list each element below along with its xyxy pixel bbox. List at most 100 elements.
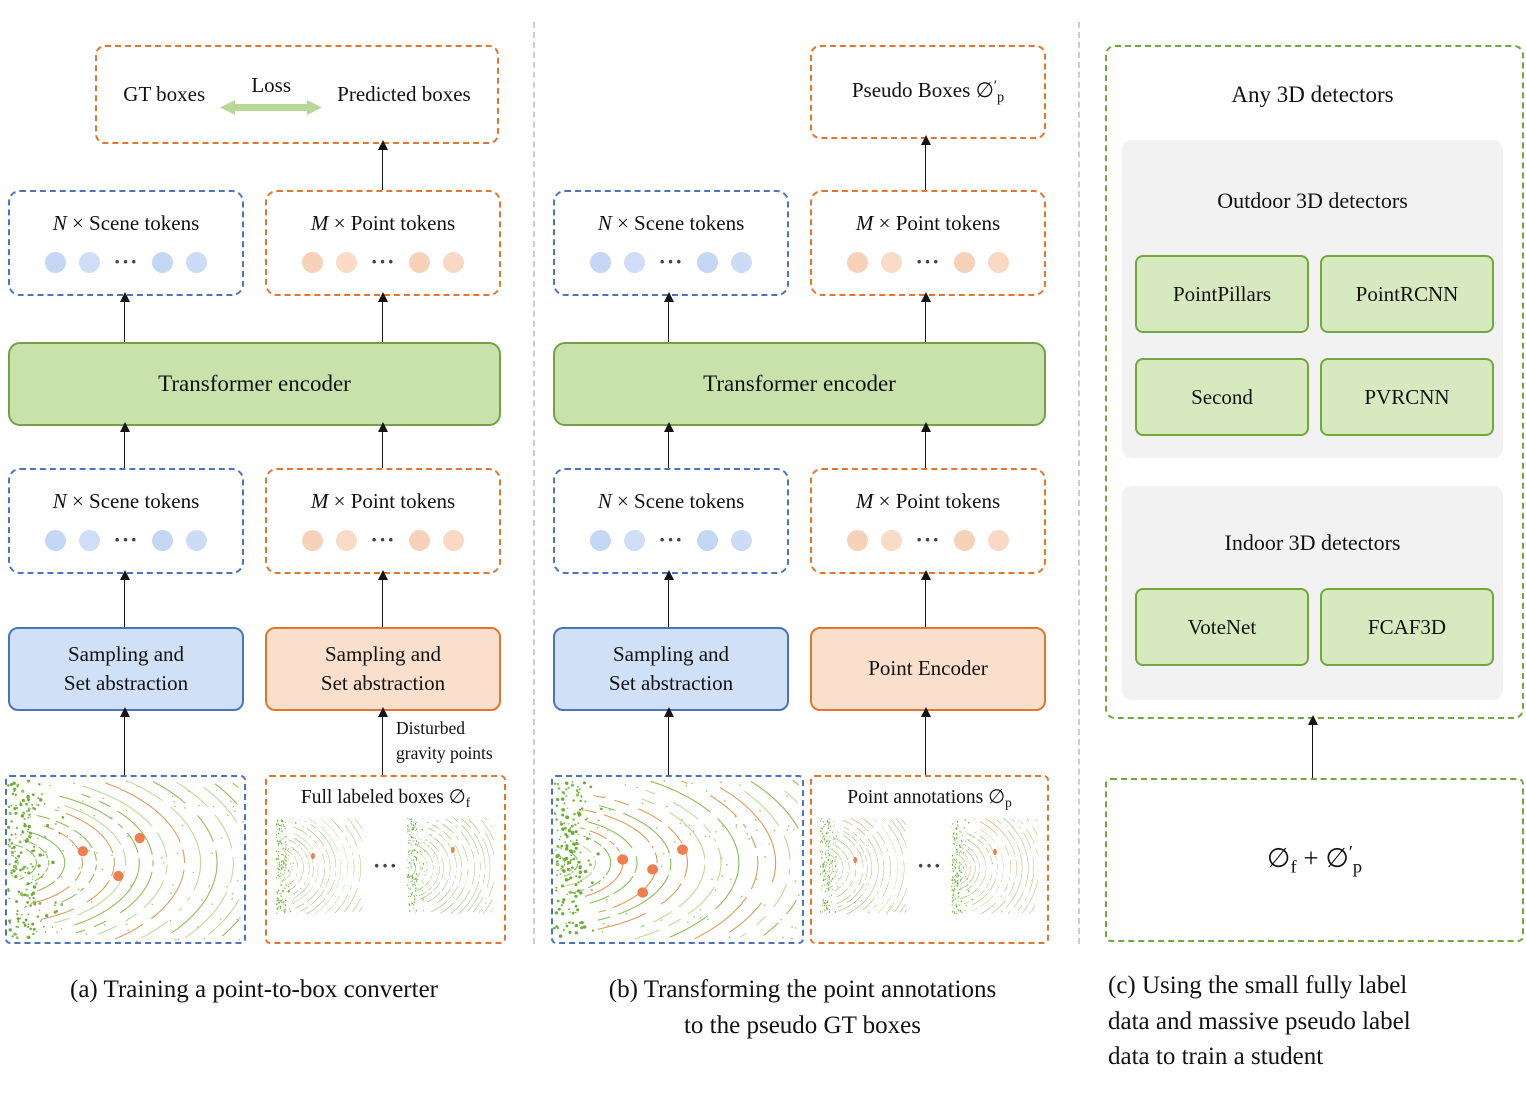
- token-dot: [185, 251, 207, 273]
- prime: ′: [993, 77, 997, 94]
- point-tokens-title: M × Point tokens: [310, 489, 456, 513]
- ellipsis: ···: [370, 527, 396, 552]
- caption-line: (c) Using the small fully label: [1108, 972, 1408, 999]
- token-dot: [696, 529, 718, 551]
- flow-arrow: [918, 135, 934, 190]
- flow-arrow: [661, 707, 677, 775]
- point-annotations-title: Point annotations ∅p: [812, 785, 1047, 811]
- flow-arrow: [918, 707, 934, 775]
- subscript: p: [996, 89, 1005, 106]
- lidar-scene-image-b: [551, 775, 804, 944]
- scene-tokens-box-b-bottom: N × Scene tokens ···: [553, 468, 789, 574]
- flow-arrow: [918, 422, 934, 468]
- flow-arrow: [661, 292, 677, 342]
- scene-tokens-box-b-top: N × Scene tokens ···: [553, 190, 789, 296]
- flow-arrow: [661, 570, 677, 627]
- flow-arrow: [117, 422, 133, 468]
- lidar-thumbnail: [275, 816, 364, 916]
- loss-label: Loss: [251, 73, 291, 97]
- loss-box: GT boxes Loss Predicted boxes: [95, 45, 499, 144]
- token-dot: [442, 251, 464, 273]
- loss-arrow-group: Loss: [219, 73, 323, 116]
- scene-tokens-title: N × Scene tokens: [52, 489, 200, 513]
- token-dots: ···: [847, 527, 1009, 553]
- caption-b: (b) Transforming the point annotations t…: [545, 972, 1060, 1043]
- detector-fcaf3d: FCAF3D: [1320, 588, 1494, 666]
- token-dot: [624, 251, 646, 273]
- token-dot: [730, 251, 752, 273]
- training-data-formula: ∅f + ∅′p: [1267, 842, 1362, 878]
- flow-arrow: [117, 570, 133, 627]
- token-dot: [79, 529, 101, 551]
- lidar-thumbnail: [819, 816, 908, 916]
- subscript: p: [1352, 856, 1363, 877]
- disturbed-gravity-points-note: Disturbed gravity points: [396, 716, 521, 767]
- detector-pointpillars: PointPillars: [1135, 255, 1309, 333]
- token-dot: [953, 251, 975, 273]
- flow-arrow: [375, 570, 391, 627]
- caption-line: data to train a student: [1108, 1043, 1324, 1070]
- ellipsis: ···: [113, 527, 139, 552]
- subscript: f: [465, 794, 471, 810]
- ellipsis: ···: [113, 249, 139, 274]
- token-dot: [881, 251, 903, 273]
- detector-pvrcnn: PVRCNN: [1320, 358, 1494, 436]
- transformer-encoder-a: Transformer encoder: [8, 342, 501, 426]
- sampling-line1: Sampling and: [324, 641, 442, 666]
- flow-arrow: [1305, 715, 1321, 778]
- flow-arrow: [117, 707, 133, 775]
- flow-arrow: [918, 292, 934, 342]
- detector-votenet: VoteNet: [1135, 588, 1309, 666]
- point-encoder-label: Point Encoder: [868, 656, 988, 681]
- token-dot: [302, 251, 324, 273]
- token-dot: [953, 529, 975, 551]
- point-encoder-box: Point Encoder: [810, 627, 1046, 711]
- any-3d-detectors-title: Any 3D detectors: [1231, 82, 1394, 107]
- flow-arrow: [375, 140, 391, 190]
- token-dot: [987, 251, 1009, 273]
- full-labeled-boxes-a: Full labeled boxes ∅f ···: [265, 775, 506, 944]
- flow-arrow: [117, 292, 133, 342]
- point-tokens-title: M × Point tokens: [310, 211, 456, 235]
- ellipsis: ···: [370, 249, 396, 274]
- point-tokens-box-a-bottom: M × Point tokens ···: [265, 468, 501, 574]
- sampling-line2: Set abstraction: [320, 671, 446, 695]
- token-dot: [442, 529, 464, 551]
- panel-separator: [533, 22, 535, 944]
- point-tokens-box-b-bottom: M × Point tokens ···: [810, 468, 1046, 574]
- token-dot: [336, 251, 358, 273]
- sampling-line1: Sampling and: [67, 641, 185, 666]
- flow-arrow: [375, 292, 391, 342]
- pseudo-boxes-box: Pseudo Boxes ∅′p: [810, 45, 1046, 139]
- token-dot: [79, 251, 101, 273]
- flow-arrow: [375, 422, 391, 468]
- caption-line: data and massive pseudo label: [1108, 1007, 1411, 1035]
- ellipsis: ···: [916, 852, 942, 878]
- scene-tokens-box-a-top: N × Scene tokens ···: [8, 190, 244, 296]
- phi-symbol: ∅: [975, 77, 994, 102]
- point-tokens-box-b-top: M × Point tokens ···: [810, 190, 1046, 296]
- plus-sign: +: [1296, 843, 1326, 874]
- thumbnails-row: ···: [267, 815, 504, 916]
- token-dot: [302, 529, 324, 551]
- token-dot: [624, 529, 646, 551]
- loss-box-content: GT boxes Loss Predicted boxes: [97, 47, 497, 142]
- ellipsis: ···: [658, 527, 684, 552]
- lidar-scene-image-a: [5, 775, 246, 944]
- scene-tokens-title: N × Scene tokens: [597, 489, 745, 513]
- phi-symbol: ∅: [1266, 843, 1291, 875]
- label-text: Full labeled boxes: [300, 787, 449, 808]
- sampling-set-abstraction-scene-a: Sampling and Set abstraction: [8, 627, 244, 711]
- flow-arrow: [918, 570, 934, 627]
- pseudo-boxes-title: Pseudo Boxes ∅′p: [852, 78, 1004, 106]
- point-annotations-box: Point annotations ∅p ···: [810, 775, 1049, 944]
- token-dot: [45, 529, 67, 551]
- lidar-pointcloud-image: [553, 779, 802, 941]
- token-dots: ···: [590, 249, 752, 275]
- token-dot: [336, 529, 358, 551]
- training-data-box: ∅f + ∅′p: [1105, 778, 1524, 942]
- thumbnails-row: ···: [812, 816, 1047, 916]
- sampling-line2: Set abstraction: [608, 671, 734, 695]
- ellipsis: ···: [658, 249, 684, 274]
- panel-separator: [1078, 22, 1080, 944]
